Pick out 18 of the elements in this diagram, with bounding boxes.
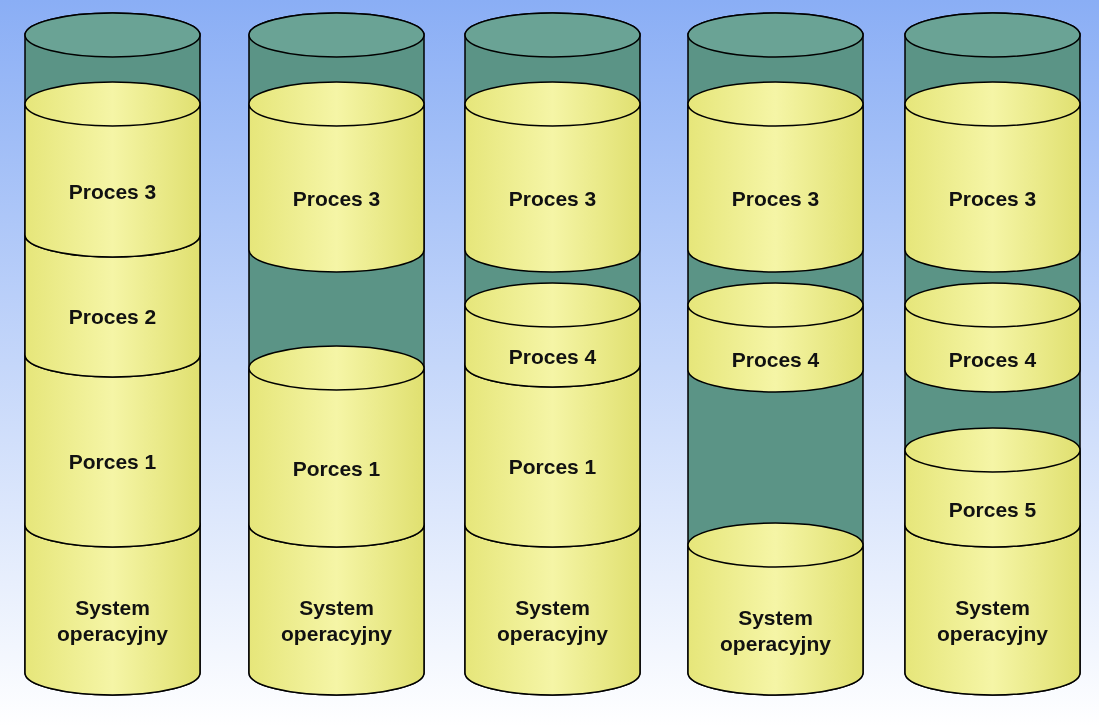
segment-label: System operacyjny [280,595,393,647]
segment-label: Proces 3 [947,186,1038,212]
segment-label: Porces 1 [507,454,598,480]
segment-label: Proces 3 [67,179,158,205]
segment-label: Proces 3 [291,186,382,212]
segment-label: Porces 5 [947,497,1038,523]
segment-label: Proces 4 [947,347,1038,373]
segment-label: System operacyjny [719,605,832,657]
segment-label: System operacyjny [496,595,609,647]
segment-label: Proces 4 [507,344,598,370]
segment-label: Porces 1 [67,449,158,475]
segment-label: System operacyjny [936,595,1049,647]
segment-label: Porces 1 [291,456,382,482]
segment-label: Proces 3 [507,186,598,212]
segment-label: Proces 4 [730,347,821,373]
segment-label: Proces 2 [67,304,158,330]
segment-label: Proces 3 [730,186,821,212]
segment-label: System operacyjny [56,595,169,647]
